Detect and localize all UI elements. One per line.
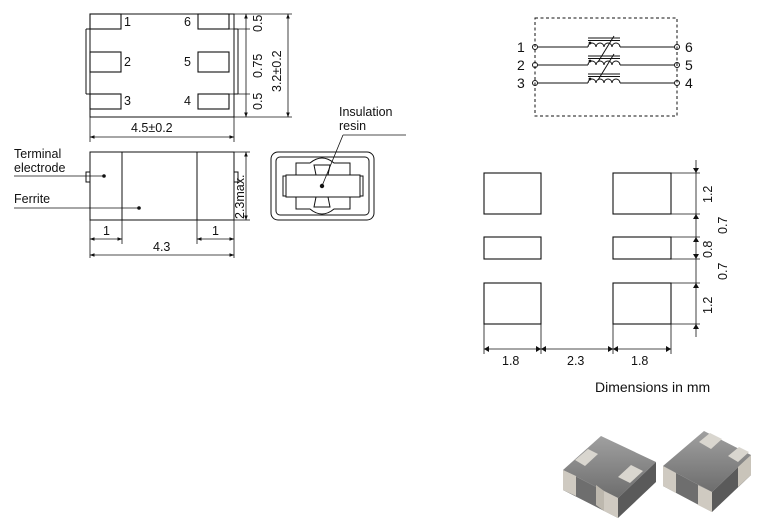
- pin-label-2: 2: [124, 55, 131, 69]
- side-view-body: [89, 151, 235, 221]
- dim-pitch-mid: 0.75: [251, 54, 265, 78]
- pin-label-5: 5: [184, 55, 191, 69]
- end-view-body: [270, 151, 375, 221]
- land-pad-left-top: [483, 172, 542, 215]
- dim-side-left: 1: [103, 224, 110, 238]
- dim-top-height: 3.2±0.2: [270, 50, 284, 92]
- coil-3: [587, 78, 621, 84]
- land-pad-left-bottom: [483, 282, 542, 325]
- dim-land-pad-h-mid: 0.8: [701, 241, 715, 258]
- schematic: 1 2 3 6 5 4: [517, 17, 693, 117]
- label-terminal-line1: Terminal: [14, 147, 61, 161]
- dim-land-gap-bottom: 0.7: [716, 263, 730, 280]
- land-pad-left-mid: [483, 236, 542, 260]
- insulation-resin-shape: [285, 157, 361, 215]
- pin-3-terminal: [89, 93, 122, 110]
- schematic-pin-1: 1: [517, 39, 525, 55]
- dim-pitch-top: 0.5: [251, 15, 265, 32]
- dim-side-height: 2.3max.: [233, 175, 247, 219]
- dim-land-gap-top: 0.7: [716, 217, 730, 234]
- pin-5-terminal: [197, 51, 230, 73]
- dim-land-gap-w: 2.3: [567, 354, 584, 368]
- dim-side-length: 4.3: [153, 240, 170, 254]
- land-pad-right-top: [612, 172, 672, 215]
- pin-label-6: 6: [184, 15, 191, 29]
- label-insulation-line1: Insulation: [339, 105, 393, 119]
- pin-1-terminal: [89, 13, 122, 30]
- land-pad-right-mid: [612, 236, 672, 260]
- schematic-pin-5: 5: [685, 57, 693, 73]
- end-view: Insulation resin: [270, 105, 406, 221]
- label-terminal-line2: electrode: [14, 161, 65, 175]
- label-ferrite: Ferrite: [14, 192, 50, 206]
- dim-top-width: 4.5±0.2: [131, 121, 173, 135]
- schematic-pin-2: 2: [517, 57, 525, 73]
- schematic-pin-3: 3: [517, 75, 525, 91]
- pin-label-4: 4: [184, 94, 191, 108]
- pin-label-1: 1: [124, 15, 131, 29]
- dim-side-right: 1: [212, 224, 219, 238]
- schematic-pin-4: 4: [685, 75, 693, 91]
- pin-4-terminal: [197, 93, 230, 110]
- top-view: 1 2 3 6 5 4 4.5±0.2 0.5 0.75 0.5 3.2±0.2: [85, 13, 292, 142]
- pin-label-3: 3: [124, 94, 131, 108]
- pin-2-terminal: [89, 51, 122, 73]
- dim-land-pad-w-right: 1.8: [631, 354, 648, 368]
- chip-illustration-1: [563, 436, 656, 518]
- dim-land-pad-h-bottom: 1.2: [701, 297, 715, 314]
- land-pad-right-bottom: [612, 282, 672, 325]
- chip-illustration-2: [663, 431, 751, 512]
- coil-1: [587, 42, 621, 48]
- label-insulation-line2: resin: [339, 119, 366, 133]
- units-note: Dimensions in mm: [595, 379, 710, 395]
- product-photo: [563, 431, 751, 518]
- side-view: Terminal electrode Ferrite 2.3max. 1 1 4…: [14, 147, 250, 258]
- dim-pitch-bottom: 0.5: [251, 93, 265, 110]
- pin-6-terminal: [197, 13, 230, 30]
- coil-2: [587, 60, 621, 66]
- dim-land-pad-w-left: 1.8: [502, 354, 519, 368]
- dim-land-pad-h-top: 1.2: [701, 186, 715, 203]
- land-pattern: 1.2 0.7 0.8 0.7 1.2 1.8 2.3 1.8: [483, 160, 730, 368]
- schematic-pin-6: 6: [685, 39, 693, 55]
